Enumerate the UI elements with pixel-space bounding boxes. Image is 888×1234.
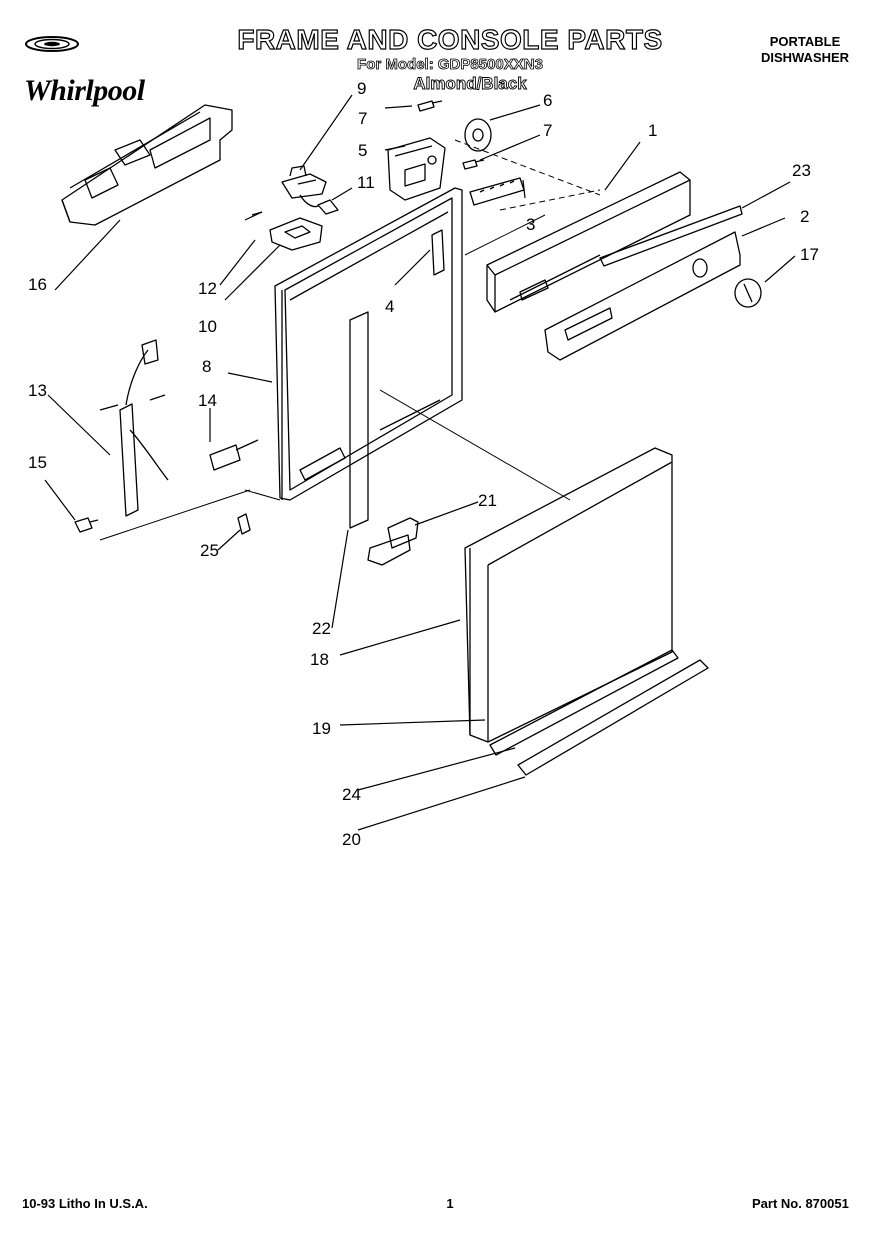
color-variant: Almond/Black <box>413 74 527 94</box>
part-18-door-panel <box>464 447 673 743</box>
part-10-mount <box>269 217 323 251</box>
callout-12: 12 <box>198 279 217 298</box>
callout-10: 10 <box>198 317 217 336</box>
footer-part-number: Part No. 870051 <box>752 1196 849 1211</box>
part-5-switch <box>387 137 446 201</box>
part-11-connector <box>299 194 339 215</box>
part-22-gasket <box>349 311 369 529</box>
callout-7b: 7 <box>543 121 552 140</box>
footer-print-info: 10-93 Litho In U.S.A. <box>22 1196 148 1211</box>
leader-lines <box>44 94 796 831</box>
part-24-trim <box>489 649 679 756</box>
callout-22: 22 <box>312 619 331 638</box>
part-21-hinge <box>367 517 419 566</box>
part-7-screw-b <box>462 159 485 170</box>
callout-25: 25 <box>200 541 219 560</box>
part-14-sensor <box>209 439 259 471</box>
callout-2: 2 <box>800 207 809 226</box>
part-25-clip <box>237 513 251 535</box>
part-2-face-panel <box>544 231 741 361</box>
part-15-screw <box>74 517 99 533</box>
part-6-dial <box>464 118 492 152</box>
part-20-trim <box>517 659 709 776</box>
callout-11: 11 <box>357 173 375 192</box>
assembly-lines <box>99 139 601 541</box>
footer-page-number: 1 <box>446 1196 454 1211</box>
callout-18: 18 <box>310 650 329 669</box>
callout-24: 24 <box>342 785 361 804</box>
callout-15: 15 <box>28 453 47 472</box>
callout-14: 14 <box>198 391 217 410</box>
callout-19: 19 <box>312 719 331 738</box>
brand-logo: Whirlpool <box>10 30 185 107</box>
callout-8: 8 <box>202 357 211 376</box>
part-8-door-frame <box>274 187 463 501</box>
callout-6: 6 <box>543 91 552 110</box>
callout-16: 16 <box>28 275 47 294</box>
part-17-knob <box>734 278 762 308</box>
part-1-console <box>486 171 691 313</box>
page-title: FRAME AND CONSOLE PARTS <box>237 23 663 55</box>
part-9-bracket <box>281 165 327 199</box>
part-4-latch <box>431 229 445 276</box>
model-number: For Model: GDP8500XXN3 <box>357 56 544 74</box>
part-16-cover <box>61 104 233 226</box>
brand-name: Whirlpool <box>24 74 145 107</box>
part-7-screw-a <box>417 100 443 112</box>
part-13-wire-harness <box>99 339 169 517</box>
callout-5: 5 <box>358 141 367 160</box>
callout-20: 20 <box>342 830 361 849</box>
callout-labels: 1 2 3 4 5 6 7 7 8 9 10 11 12 13 14 15 16… <box>28 79 819 849</box>
callout-23: 23 <box>792 161 811 180</box>
callout-21: 21 <box>478 491 497 510</box>
logo-swirl-icon <box>25 36 79 52</box>
callout-17: 17 <box>800 245 819 264</box>
category-line-2: DISHWASHER <box>760 50 850 65</box>
callout-13: 13 <box>28 381 47 400</box>
category-line-1: PORTABLE <box>769 34 841 49</box>
callout-7a: 7 <box>358 109 367 128</box>
part-3-switch-block <box>469 177 525 206</box>
callout-9: 9 <box>357 79 366 98</box>
callout-4: 4 <box>385 297 394 316</box>
part-23-trim <box>599 205 743 267</box>
callout-1: 1 <box>648 121 657 140</box>
callout-3: 3 <box>526 215 535 234</box>
